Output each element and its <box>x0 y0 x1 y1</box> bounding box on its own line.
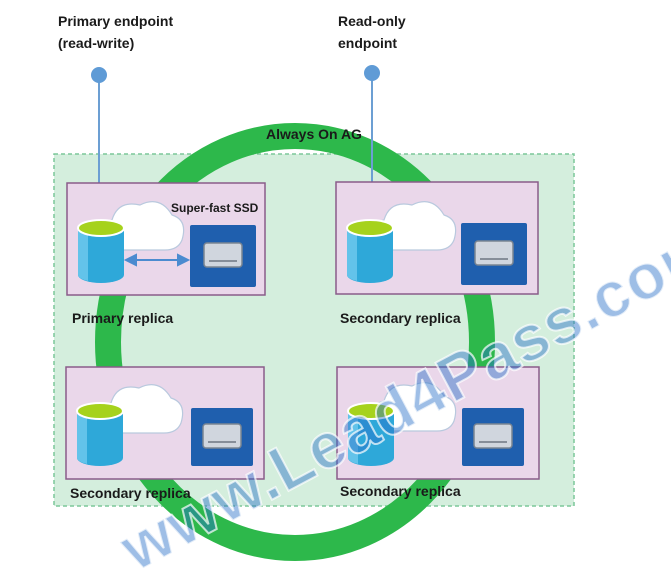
readonly-endpoint-line2: endpoint <box>338 35 398 51</box>
ssd-label: Super-fast SSD <box>171 201 259 215</box>
double-arrow-icon <box>123 253 191 267</box>
availability-group-diagram <box>53 65 575 561</box>
ssd-icon <box>190 225 256 287</box>
readonly-endpoint-line1: Read-only <box>338 13 406 29</box>
ssd-icon <box>461 223 527 285</box>
replica-caption-secondary-top: Secondary replica <box>340 310 461 326</box>
database-icon <box>76 402 124 466</box>
readonly-endpoint-dot <box>364 65 380 81</box>
primary-endpoint-label: Primary endpoint (read-write) <box>58 10 173 54</box>
database-icon <box>347 402 395 466</box>
replica-caption-primary: Primary replica <box>72 310 174 326</box>
primary-endpoint-line1: Primary endpoint <box>58 13 174 29</box>
database-icon <box>77 219 125 283</box>
always-on-ag-ring <box>95 123 495 561</box>
ssd-icon <box>462 408 524 466</box>
replica-caption-secondary-bottom-right: Secondary replica <box>340 483 461 499</box>
replica-caption-secondary-bottom-left: Secondary replica <box>70 485 191 501</box>
primary-endpoint-line2: (read-write) <box>58 35 135 51</box>
readonly-endpoint-label: Read-only endpoint <box>338 10 406 54</box>
primary-endpoint-dot <box>91 67 107 83</box>
always-on-ag-label: Always On AG <box>266 126 362 142</box>
ssd-icon <box>191 408 253 466</box>
database-icon <box>346 219 394 283</box>
